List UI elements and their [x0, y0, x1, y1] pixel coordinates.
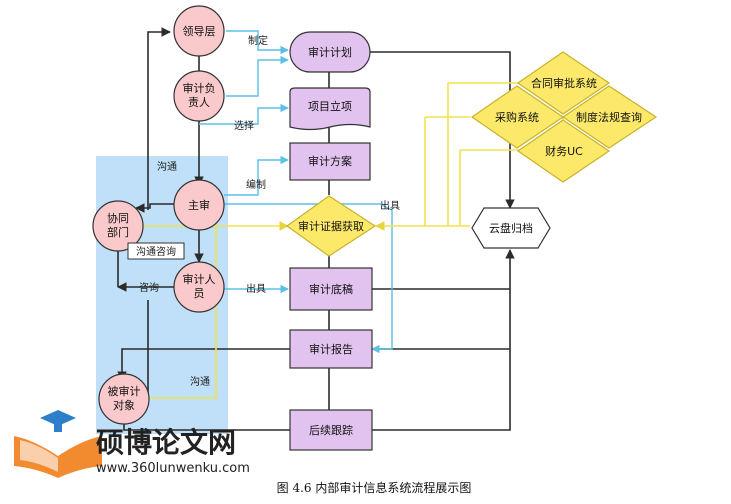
- figure-caption: 图 4.6 内部审计信息系统流程展示图: [277, 480, 472, 495]
- finance-uc-label: 财务UC: [545, 144, 583, 158]
- auditor-label-1: 审计人: [183, 272, 216, 286]
- contract-system-label: 合同审批系统: [531, 76, 597, 90]
- edge-label-formulate: 制定: [248, 34, 268, 47]
- audit-report-label: 审计报告: [309, 342, 353, 356]
- audit-chief-label-2: 责人: [188, 96, 210, 109]
- role-coop-dept: 协同 部门: [92, 200, 144, 252]
- edge-label-issue-2: 出具: [246, 282, 266, 295]
- leadership-label: 领导层: [183, 25, 216, 38]
- process-audit-plan: 审计计划: [289, 31, 371, 73]
- regulation-query-label: 制度法规查询: [576, 110, 642, 124]
- edge-label-communicate-consult: 沟通咨询: [136, 245, 176, 258]
- follow-up-label: 后续跟踪: [309, 423, 353, 437]
- graduation-cap-book-logo: [14, 410, 102, 478]
- consult-box: 沟通咨询: [127, 242, 185, 260]
- process-audit-report: 审计报告: [289, 329, 373, 369]
- process-evidence: 审计证据获取: [285, 195, 377, 257]
- watermark-name: 硕博论文网: [96, 426, 236, 459]
- edge-label-issue-1: 出具: [380, 199, 400, 212]
- role-leadership: 领导层: [173, 5, 225, 57]
- system-contract: 合同审批系统: [516, 51, 611, 115]
- process-follow-up: 后续跟踪: [289, 409, 373, 451]
- auditor-label-2: 员: [194, 287, 205, 300]
- audit-chief-label-1: 审计负: [183, 81, 216, 95]
- chief-auditor-label: 主审: [188, 198, 210, 212]
- project-setup-label: 项目立项: [308, 99, 352, 113]
- coop-dept-label-1: 协同: [107, 211, 129, 225]
- edge-label-select: 选择: [234, 119, 254, 132]
- role-auditee: 被审计 对象: [98, 373, 150, 425]
- audit-scheme-label: 审计方案: [308, 154, 352, 168]
- auditee-label-1: 被审计: [108, 384, 141, 398]
- cloud-archive-label: 云盘归档: [489, 221, 533, 235]
- process-working-paper: 审计底稿: [289, 267, 373, 311]
- coop-dept-label-2: 部门: [107, 225, 129, 239]
- procurement-system-label: 采购系统: [495, 110, 539, 124]
- system-procurement: 采购系统: [470, 85, 565, 149]
- process-audit-scheme: 审计方案: [289, 142, 371, 181]
- working-paper-label: 审计底稿: [309, 282, 353, 296]
- evidence-label: 审计证据获取: [298, 219, 364, 233]
- edge-label-consult: 咨询: [139, 281, 159, 294]
- system-finance: 财务UC: [516, 119, 611, 183]
- cloud-archive-node: 云盘归档: [471, 207, 551, 249]
- edge-label-communicate-1: 沟通: [157, 160, 177, 173]
- edge-label-communicate-2: 沟通: [190, 375, 210, 388]
- role-auditor: 审计人 员: [173, 261, 225, 313]
- system-regulation: 制度法规查询: [561, 85, 658, 149]
- role-audit-chief: 审计负 责人: [173, 70, 225, 122]
- role-chief-auditor: 主审: [173, 179, 225, 231]
- edge-label-compile: 编制: [246, 178, 266, 191]
- auditee-label-2: 对象: [113, 398, 135, 412]
- watermark-url: www.360lunwenku.com: [96, 461, 250, 476]
- audit-plan-label: 审计计划: [308, 45, 352, 59]
- process-project-setup: 项目立项: [289, 87, 371, 131]
- watermark: 硕博论文网 www.360lunwenku.com: [14, 410, 250, 478]
